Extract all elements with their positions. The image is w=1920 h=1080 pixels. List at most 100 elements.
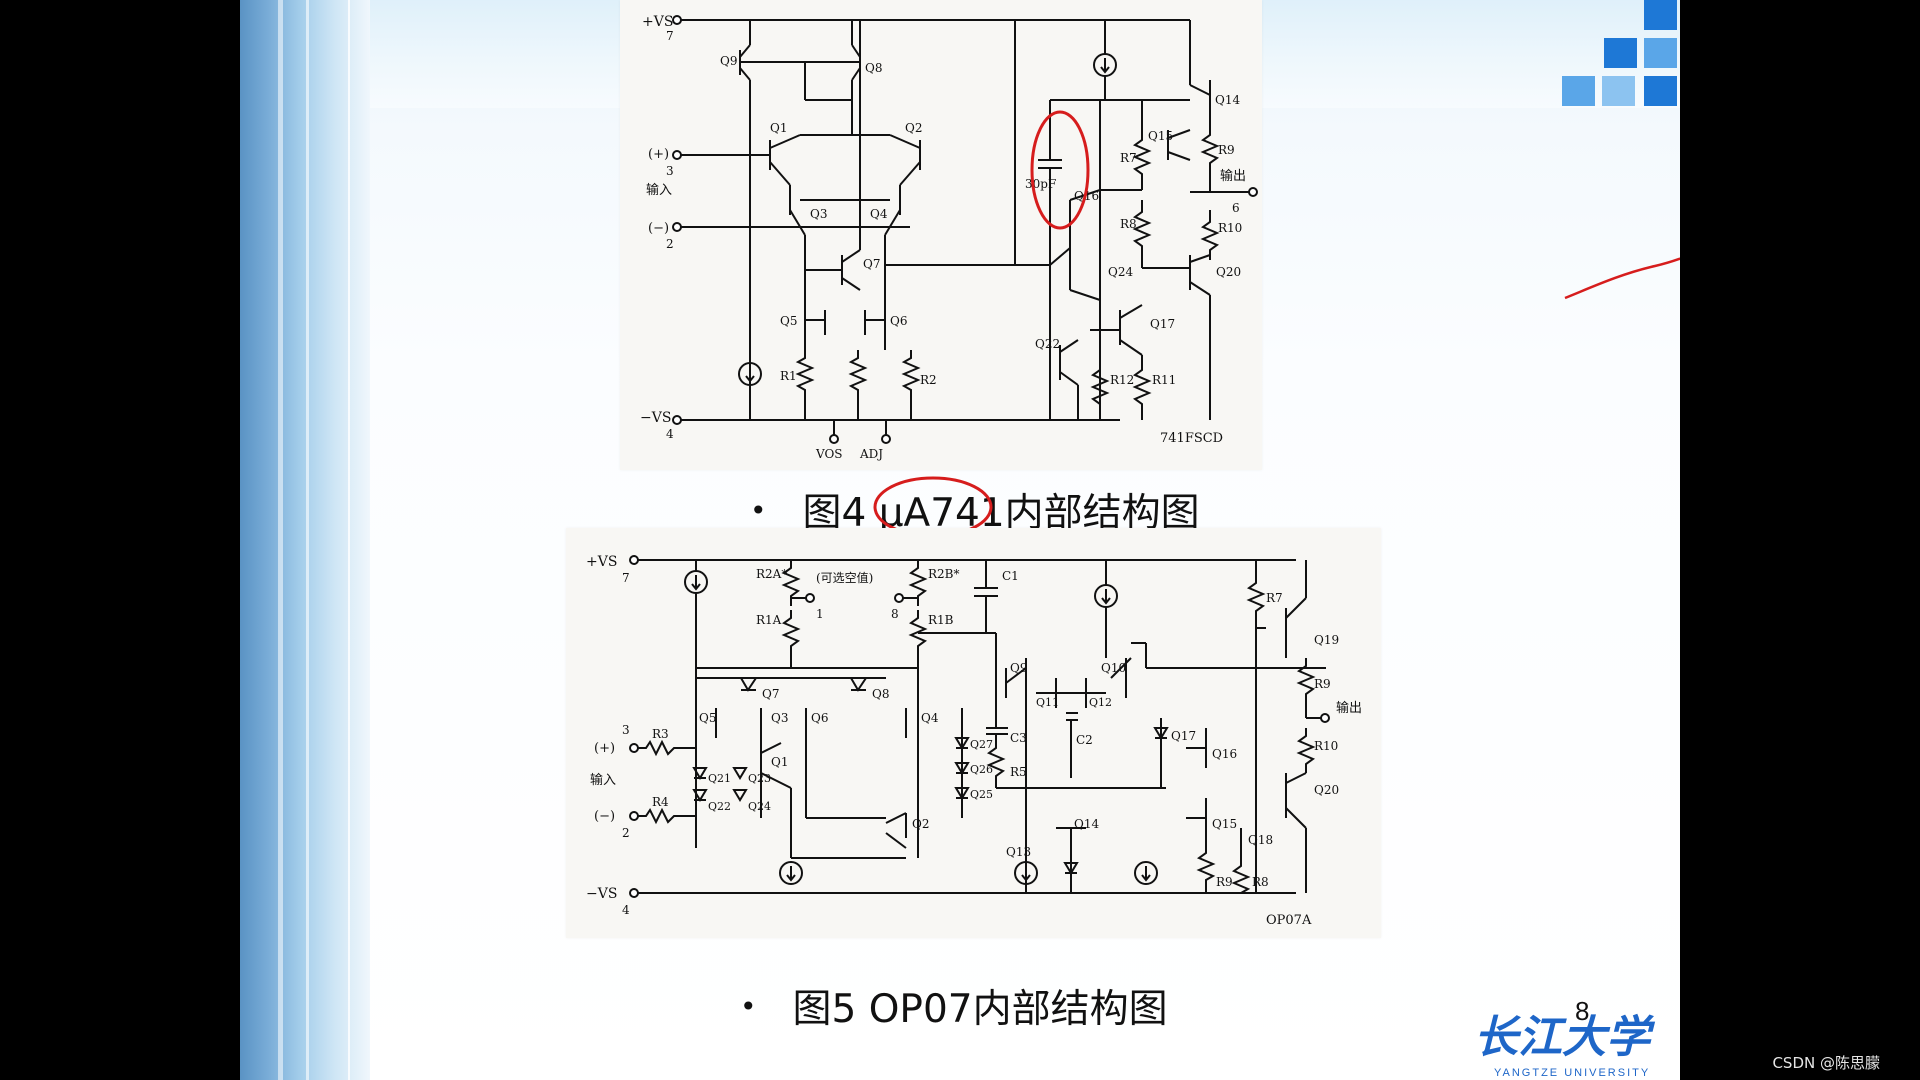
svg-text:Q24: Q24 xyxy=(748,800,771,813)
svg-text:1: 1 xyxy=(816,607,824,621)
pen-annotation-stroke xyxy=(1564,257,1680,300)
svg-text:Q27: Q27 xyxy=(970,738,993,751)
svg-text:R2: R2 xyxy=(920,373,937,387)
svg-text:输入: 输入 xyxy=(646,182,672,198)
svg-text:2: 2 xyxy=(666,237,674,251)
svg-text:Q6: Q6 xyxy=(890,314,907,328)
svg-text:R10: R10 xyxy=(1314,739,1338,753)
svg-text:Q18: Q18 xyxy=(1248,833,1273,847)
label-vs-neg: −VS xyxy=(640,410,671,426)
svg-text:Q9: Q9 xyxy=(720,54,737,68)
decor-square xyxy=(1562,76,1595,106)
svg-text:输入: 输入 xyxy=(590,772,616,788)
svg-text:R4: R4 xyxy=(652,795,669,809)
svg-text:Q5: Q5 xyxy=(780,314,797,328)
svg-text:Q23: Q23 xyxy=(748,772,771,785)
svg-text:Q4: Q4 xyxy=(921,711,939,725)
svg-text:Q14: Q14 xyxy=(1074,817,1099,831)
svg-text:Q7: Q7 xyxy=(863,257,880,271)
svg-text:输出: 输出 xyxy=(1336,700,1362,716)
svg-text:−VS: −VS xyxy=(586,886,617,902)
left-band-stripe xyxy=(278,0,283,1080)
svg-text:Q6: Q6 xyxy=(811,711,828,725)
left-band-stripe xyxy=(348,0,350,1080)
svg-text:C1: C1 xyxy=(1002,569,1019,583)
svg-text:Q24: Q24 xyxy=(1108,265,1133,279)
svg-text:Q2: Q2 xyxy=(912,817,929,831)
svg-text:Q11: Q11 xyxy=(1036,696,1059,709)
decor-square xyxy=(1644,0,1677,30)
op07-schematic: +VS 7 3 (+) 输入 (−) 2 −VS 4 R3 R4 R2A* R1… xyxy=(566,528,1381,938)
svg-text:R3: R3 xyxy=(652,727,669,741)
decor-square xyxy=(1644,38,1677,68)
svg-text:Q4: Q4 xyxy=(870,207,888,221)
svg-text:YANGTZE UNIVERSITY: YANGTZE UNIVERSITY xyxy=(1494,1067,1650,1079)
svg-text:ADJ: ADJ xyxy=(859,447,883,461)
svg-text:Q15: Q15 xyxy=(1148,129,1173,143)
svg-text:R1: R1 xyxy=(780,369,797,383)
svg-text:Q5: Q5 xyxy=(699,711,716,725)
svg-text:Q25: Q25 xyxy=(970,788,993,801)
svg-text:R9: R9 xyxy=(1218,143,1235,157)
university-logo: 长江大学 YANGTZE UNIVERSITY xyxy=(1468,1004,1668,1080)
svg-text:R9: R9 xyxy=(1314,677,1331,691)
decor-square xyxy=(1602,76,1635,106)
slide-left-band xyxy=(240,0,370,1080)
svg-text:3: 3 xyxy=(622,723,630,737)
annotation-circle-capacitor xyxy=(1030,110,1090,230)
svg-text:输出: 输出 xyxy=(1220,168,1246,184)
svg-text:OP07A: OP07A xyxy=(1266,913,1312,928)
svg-text:Q17: Q17 xyxy=(1150,317,1175,331)
svg-text:R11: R11 xyxy=(1152,373,1176,387)
svg-text:(+): (+) xyxy=(648,147,669,162)
svg-text:Q1: Q1 xyxy=(770,121,787,135)
svg-text:Q10: Q10 xyxy=(1101,661,1126,675)
svg-text:4: 4 xyxy=(622,903,630,917)
svg-text:Q26: Q26 xyxy=(970,763,993,776)
svg-text:Q13: Q13 xyxy=(1006,845,1031,859)
svg-text:R1B: R1B xyxy=(928,613,954,627)
decor-square xyxy=(1644,76,1677,106)
svg-text:(−): (−) xyxy=(594,809,615,824)
svg-text:+VS: +VS xyxy=(586,554,617,570)
svg-text:7: 7 xyxy=(666,29,674,43)
label-vs-pos: +VS xyxy=(642,14,673,30)
svg-text:R8: R8 xyxy=(1120,217,1137,231)
ua741-schematic: +VS 7 Q9 Q8 Q1 Q2 (+) 3 输入 (−) 2 Q3 Q4 Q… xyxy=(620,0,1262,470)
svg-text:(−): (−) xyxy=(648,221,669,236)
svg-text:Q20: Q20 xyxy=(1216,265,1241,279)
svg-text:Q7: Q7 xyxy=(762,687,779,701)
svg-text:4: 4 xyxy=(666,427,674,441)
svg-text:R2B*: R2B* xyxy=(928,567,960,581)
left-band-stripe xyxy=(306,0,309,1080)
caption-op07: •图5 OP07内部结构图 xyxy=(740,987,1168,1032)
svg-text:R2A*: R2A* xyxy=(756,567,787,581)
svg-text:R7: R7 xyxy=(1266,591,1283,605)
svg-text:R8: R8 xyxy=(1252,875,1269,889)
slide: +VS 7 Q9 Q8 Q1 Q2 (+) 3 输入 (−) 2 Q3 Q4 Q… xyxy=(240,0,1680,1080)
svg-text:7: 7 xyxy=(622,571,630,585)
svg-text:VOS: VOS xyxy=(815,447,843,461)
svg-text:Q22: Q22 xyxy=(1035,337,1060,351)
svg-text:Q9: Q9 xyxy=(1010,661,1027,675)
svg-text:Q2: Q2 xyxy=(905,121,922,135)
svg-text:Q12: Q12 xyxy=(1089,696,1112,709)
svg-text:Q22: Q22 xyxy=(708,800,731,813)
svg-text:(+): (+) xyxy=(594,741,615,756)
svg-text:R7: R7 xyxy=(1120,151,1137,165)
svg-text:C3: C3 xyxy=(1010,731,1027,745)
svg-text:Q15: Q15 xyxy=(1212,817,1237,831)
svg-text:Q1: Q1 xyxy=(771,755,788,769)
svg-text:Q17: Q17 xyxy=(1171,729,1196,743)
svg-text:R1A: R1A xyxy=(756,613,782,627)
svg-text:6: 6 xyxy=(1232,201,1240,215)
svg-text:R5: R5 xyxy=(1010,765,1027,779)
decor-square xyxy=(1604,38,1637,68)
svg-text:Q3: Q3 xyxy=(771,711,788,725)
svg-text:2: 2 xyxy=(622,826,630,840)
svg-text:R9: R9 xyxy=(1216,875,1233,889)
svg-text:Q8: Q8 xyxy=(865,61,882,75)
svg-text:Q8: Q8 xyxy=(872,687,889,701)
svg-text:C2: C2 xyxy=(1076,733,1093,747)
part-label: 741FSCD xyxy=(1160,431,1223,446)
